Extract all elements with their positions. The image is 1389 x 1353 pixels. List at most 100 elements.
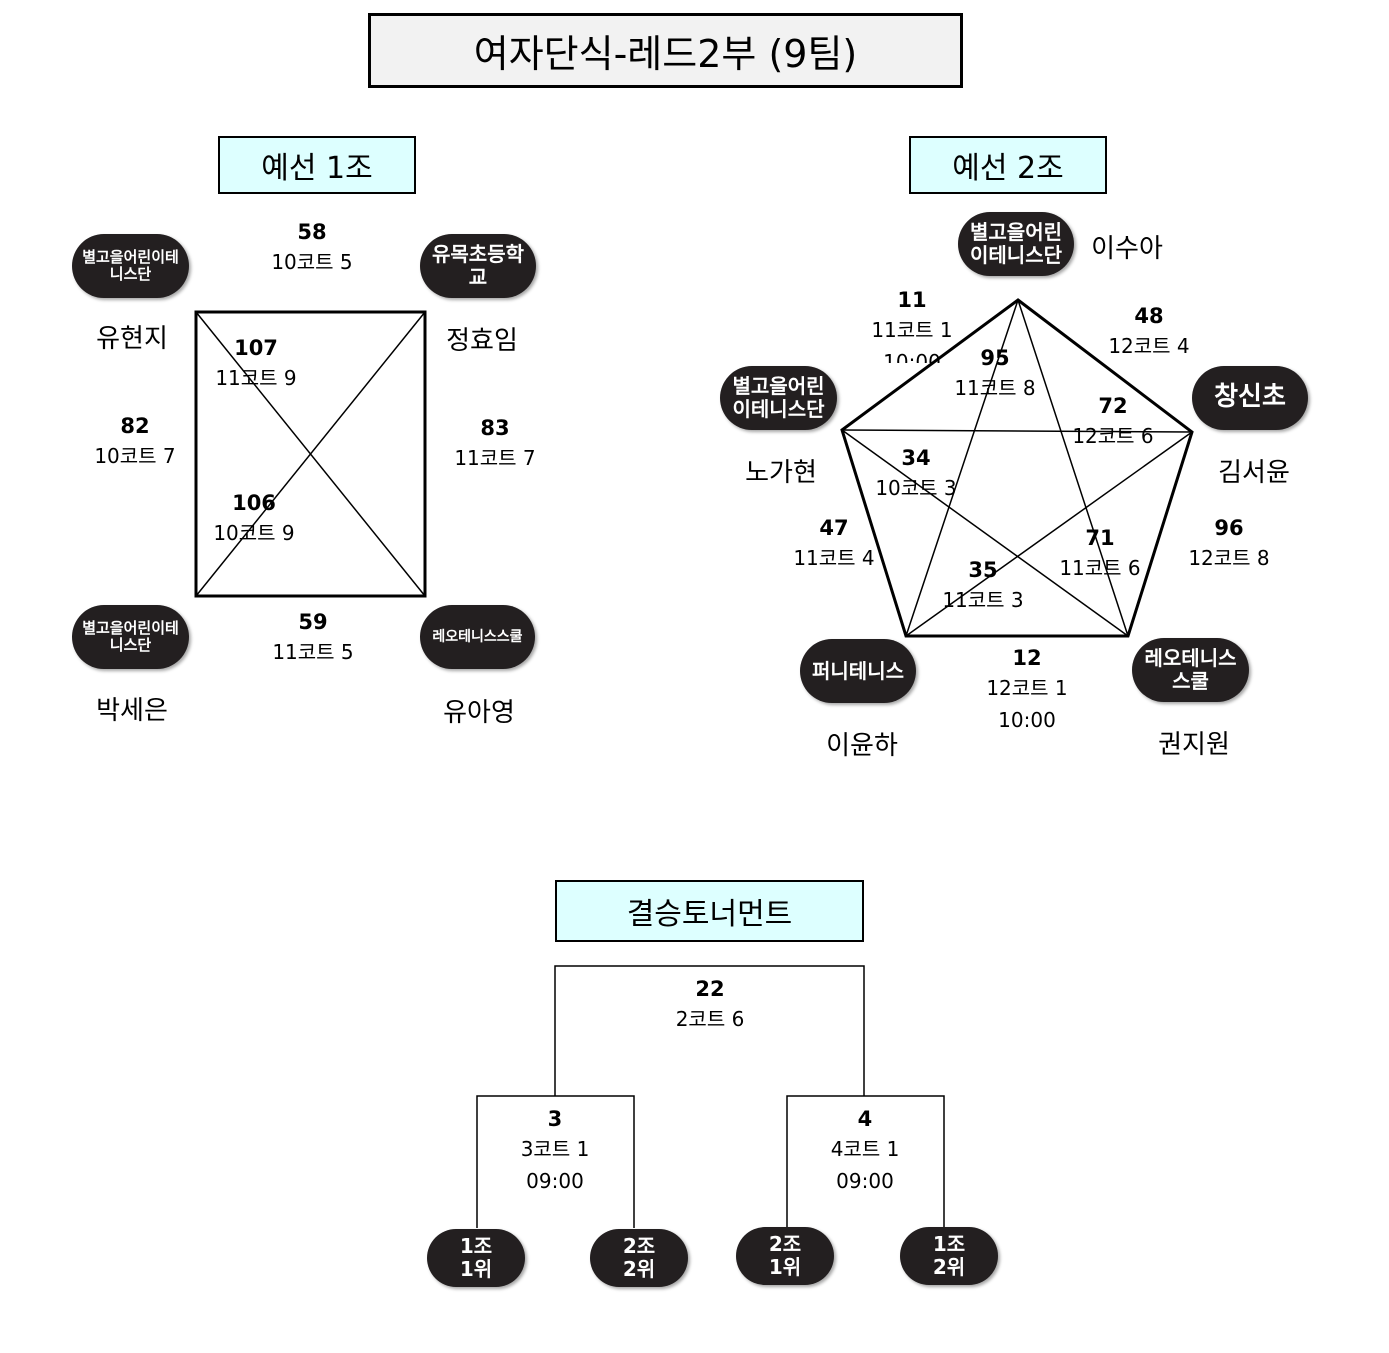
seed-pill-2: 2조 2위: [590, 1229, 688, 1287]
group1-label: 예선 1조: [261, 151, 373, 186]
match-number: 71: [1085, 526, 1115, 550]
match-number: 3: [547, 1107, 563, 1131]
match-court: 11코트 9: [215, 366, 297, 390]
group2-star-5: [905, 431, 1193, 637]
match-court: 10코트 9: [213, 521, 295, 545]
group2-player-2: 김서윤: [1218, 458, 1290, 488]
match-court: 11코트 6: [1059, 556, 1141, 580]
group1-header: 예선 1조: [218, 136, 416, 194]
match-number: 83: [480, 416, 510, 440]
group2-header: 예선 2조: [909, 136, 1107, 194]
group2-pentagon: [840, 298, 1194, 638]
group2-player-1: 이수아: [1091, 234, 1163, 264]
group2-match: 12 12코트 1 10:00: [986, 643, 1067, 737]
page-title-text: 여자단식-레드2부 (9팀): [473, 32, 858, 76]
group2-match: 35 11코트 3: [942, 555, 1023, 615]
match-court: 11코트 1: [871, 318, 953, 342]
match-court: 10코트 5: [271, 250, 353, 274]
match-court: 4코트 1: [830, 1137, 900, 1161]
seed-label: 1조 1위: [459, 1234, 493, 1281]
group1-diagonal-b: [195, 311, 426, 597]
club-label: 레오테니스스쿨: [1144, 646, 1237, 693]
match-court: 11코트 3: [942, 588, 1024, 612]
group1-match: 106 10코트 9: [213, 488, 294, 548]
match-court: 11코트 7: [454, 446, 536, 470]
match-time: 10:00: [998, 708, 1056, 732]
match-number: 59: [298, 610, 328, 634]
group2-star-3: [841, 429, 1193, 433]
club-label: 별고을어린이테니스단: [732, 374, 825, 421]
group2-match: 34 10코트 3: [875, 443, 956, 503]
seed-pill-4: 1조 2위: [900, 1227, 998, 1285]
match-number: 106: [232, 491, 276, 515]
match-time: 09:00: [526, 1169, 584, 1193]
semi2-bracket: [786, 1095, 945, 1228]
group1-player-4: 유아영: [443, 698, 515, 728]
seed-label: 2조 2위: [622, 1234, 656, 1281]
group1-club-1: 별고을어린이테니스단: [72, 234, 189, 298]
match-court: 12코트 4: [1108, 334, 1190, 358]
semi1-bracket: [476, 1095, 635, 1228]
club-label: 별고을어린이테니스단: [82, 618, 179, 654]
match-court: 3코트 1: [520, 1137, 590, 1161]
seed-label: 1조 2위: [932, 1232, 966, 1279]
match-number: 11: [897, 288, 927, 312]
match-court: 12코트 8: [1188, 546, 1270, 570]
match-number: 47: [819, 516, 849, 540]
seed-label: 2조 1위: [768, 1232, 802, 1279]
club-label: 별고을어린이테니스단: [82, 247, 179, 283]
match-number: 58: [297, 220, 327, 244]
finals-header: 결승토너먼트: [555, 880, 864, 942]
match-number: 34: [901, 446, 931, 470]
group2-club-3: 별고을어린이테니스단: [720, 366, 837, 430]
group1-match: 83 11코트 7: [454, 413, 535, 473]
semi-match-1: 3 3코트 1 09:00: [521, 1104, 590, 1198]
group1-club-2: 유목초등학교: [420, 234, 536, 298]
finals-label: 결승토너먼트: [626, 897, 793, 932]
group2-match: 95 11코트 8: [954, 343, 1035, 403]
match-number: 12: [1012, 646, 1042, 670]
club-label: 유목초등학교: [432, 242, 524, 289]
match-number: 95: [980, 346, 1010, 370]
page-title: 여자단식-레드2부 (9팀): [368, 13, 963, 88]
group1-club-3: 별고을어린이테니스단: [72, 605, 189, 669]
group1-square: [194, 310, 427, 598]
group2-player-5: 권지원: [1158, 730, 1230, 760]
match-court: 11코트 4: [793, 546, 875, 570]
group2-club-1: 별고을어린이테니스단: [958, 212, 1074, 276]
group1-player-3: 박세은: [96, 696, 168, 726]
club-label: 퍼니테니스: [812, 658, 904, 683]
group2-club-4: 퍼니테니스: [800, 639, 916, 703]
match-court: 11코트 8: [954, 376, 1036, 400]
match-number: 72: [1098, 394, 1128, 418]
group2-match: 47 11코트 4: [793, 513, 874, 573]
match-court: 10코트 3: [875, 476, 957, 500]
match-number: 4: [857, 1107, 873, 1131]
seed-pill-1: 1조 1위: [427, 1229, 525, 1287]
match-court: 12코트 1: [986, 676, 1068, 700]
club-label: 별고을어린이테니스단: [970, 220, 1062, 267]
group2-star-4: [841, 429, 1129, 637]
group2-star-2: [905, 299, 1019, 637]
group2-star-1: [1017, 299, 1129, 637]
final-bracket: [554, 965, 865, 1096]
club-label: 창신초: [1214, 382, 1286, 413]
group2-club-2: 창신초: [1192, 366, 1308, 430]
seed-pill-3: 2조 1위: [736, 1227, 834, 1285]
match-number: 22: [695, 977, 725, 1001]
match-number: 35: [968, 558, 998, 582]
group2-match: 71 11코트 6: [1059, 523, 1140, 583]
club-label: 레오테니스스쿨: [432, 628, 523, 645]
match-court: 10코트 7: [94, 444, 176, 468]
group1-player-1: 유현지: [96, 324, 168, 354]
group2-player-4: 이윤하: [826, 731, 898, 761]
group2-label: 예선 2조: [952, 151, 1064, 186]
